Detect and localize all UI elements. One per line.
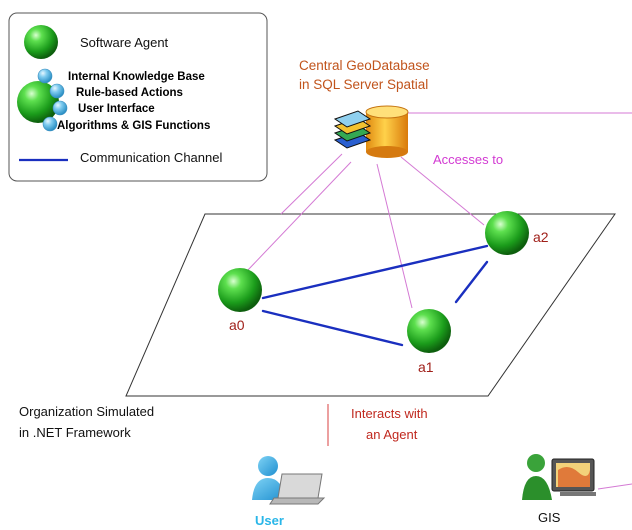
organization-label-line1: Organization Simulated xyxy=(19,404,155,419)
legend-agent-label: Software Agent xyxy=(80,35,169,50)
legend-component-rule-based-actions: Rule-based Actions xyxy=(76,87,183,99)
agent-a2-label: a2 xyxy=(533,229,549,245)
database-title-line1: Central GeoDatabase xyxy=(299,58,430,73)
access-line-a1 xyxy=(376,163,413,309)
legend xyxy=(8,12,268,182)
legend-channel-label: Communication Channel xyxy=(80,150,223,165)
access-line-a2 xyxy=(400,156,485,226)
agent-a2-node xyxy=(485,211,529,255)
interaction-label-line1: Interacts with xyxy=(351,406,428,421)
access-line-plane xyxy=(280,153,343,215)
legend-component-user-interface: User Interface xyxy=(78,103,155,115)
database-title-line2: in SQL Server Spatial xyxy=(299,77,429,92)
agent-a1-node xyxy=(407,309,451,353)
interaction-label-line2: an Agent xyxy=(366,427,418,442)
legend-frame xyxy=(8,12,268,182)
legend-composite-agent-icon xyxy=(17,81,59,123)
legend-component-algorithms-gis: Algorithms & GIS Functions xyxy=(57,120,211,132)
legend-component-icon xyxy=(52,100,68,116)
accesses-label: Accesses to xyxy=(433,152,504,167)
map-layers-icon xyxy=(333,110,372,149)
access-line-a0 xyxy=(246,161,352,272)
access-lines xyxy=(246,112,632,309)
agent-a0-node xyxy=(218,268,262,312)
user-icon xyxy=(252,456,326,505)
gis-link-line xyxy=(597,483,632,490)
organization-plane xyxy=(125,213,616,397)
communication-channels xyxy=(261,244,489,347)
legend-component-icon xyxy=(42,116,58,132)
channel-a1-a2 xyxy=(454,260,489,304)
user-label: User xyxy=(255,513,284,528)
channel-a0-a1 xyxy=(261,309,404,347)
legend-component-knowledge-base: Internal Knowledge Base xyxy=(68,71,205,83)
channel-a0-a2 xyxy=(261,244,489,300)
database-icon xyxy=(333,105,409,158)
legend-agent-icon xyxy=(24,25,58,59)
legend-component-icon xyxy=(37,68,53,84)
organization-label-line2: in .NET Framework xyxy=(19,425,131,440)
agent-a0-label: a0 xyxy=(229,317,245,333)
agent-a1-label: a1 xyxy=(418,359,434,375)
gis-operator-icon xyxy=(522,454,596,500)
gis-label: GIS xyxy=(538,510,561,525)
legend-component-icon xyxy=(49,83,65,99)
